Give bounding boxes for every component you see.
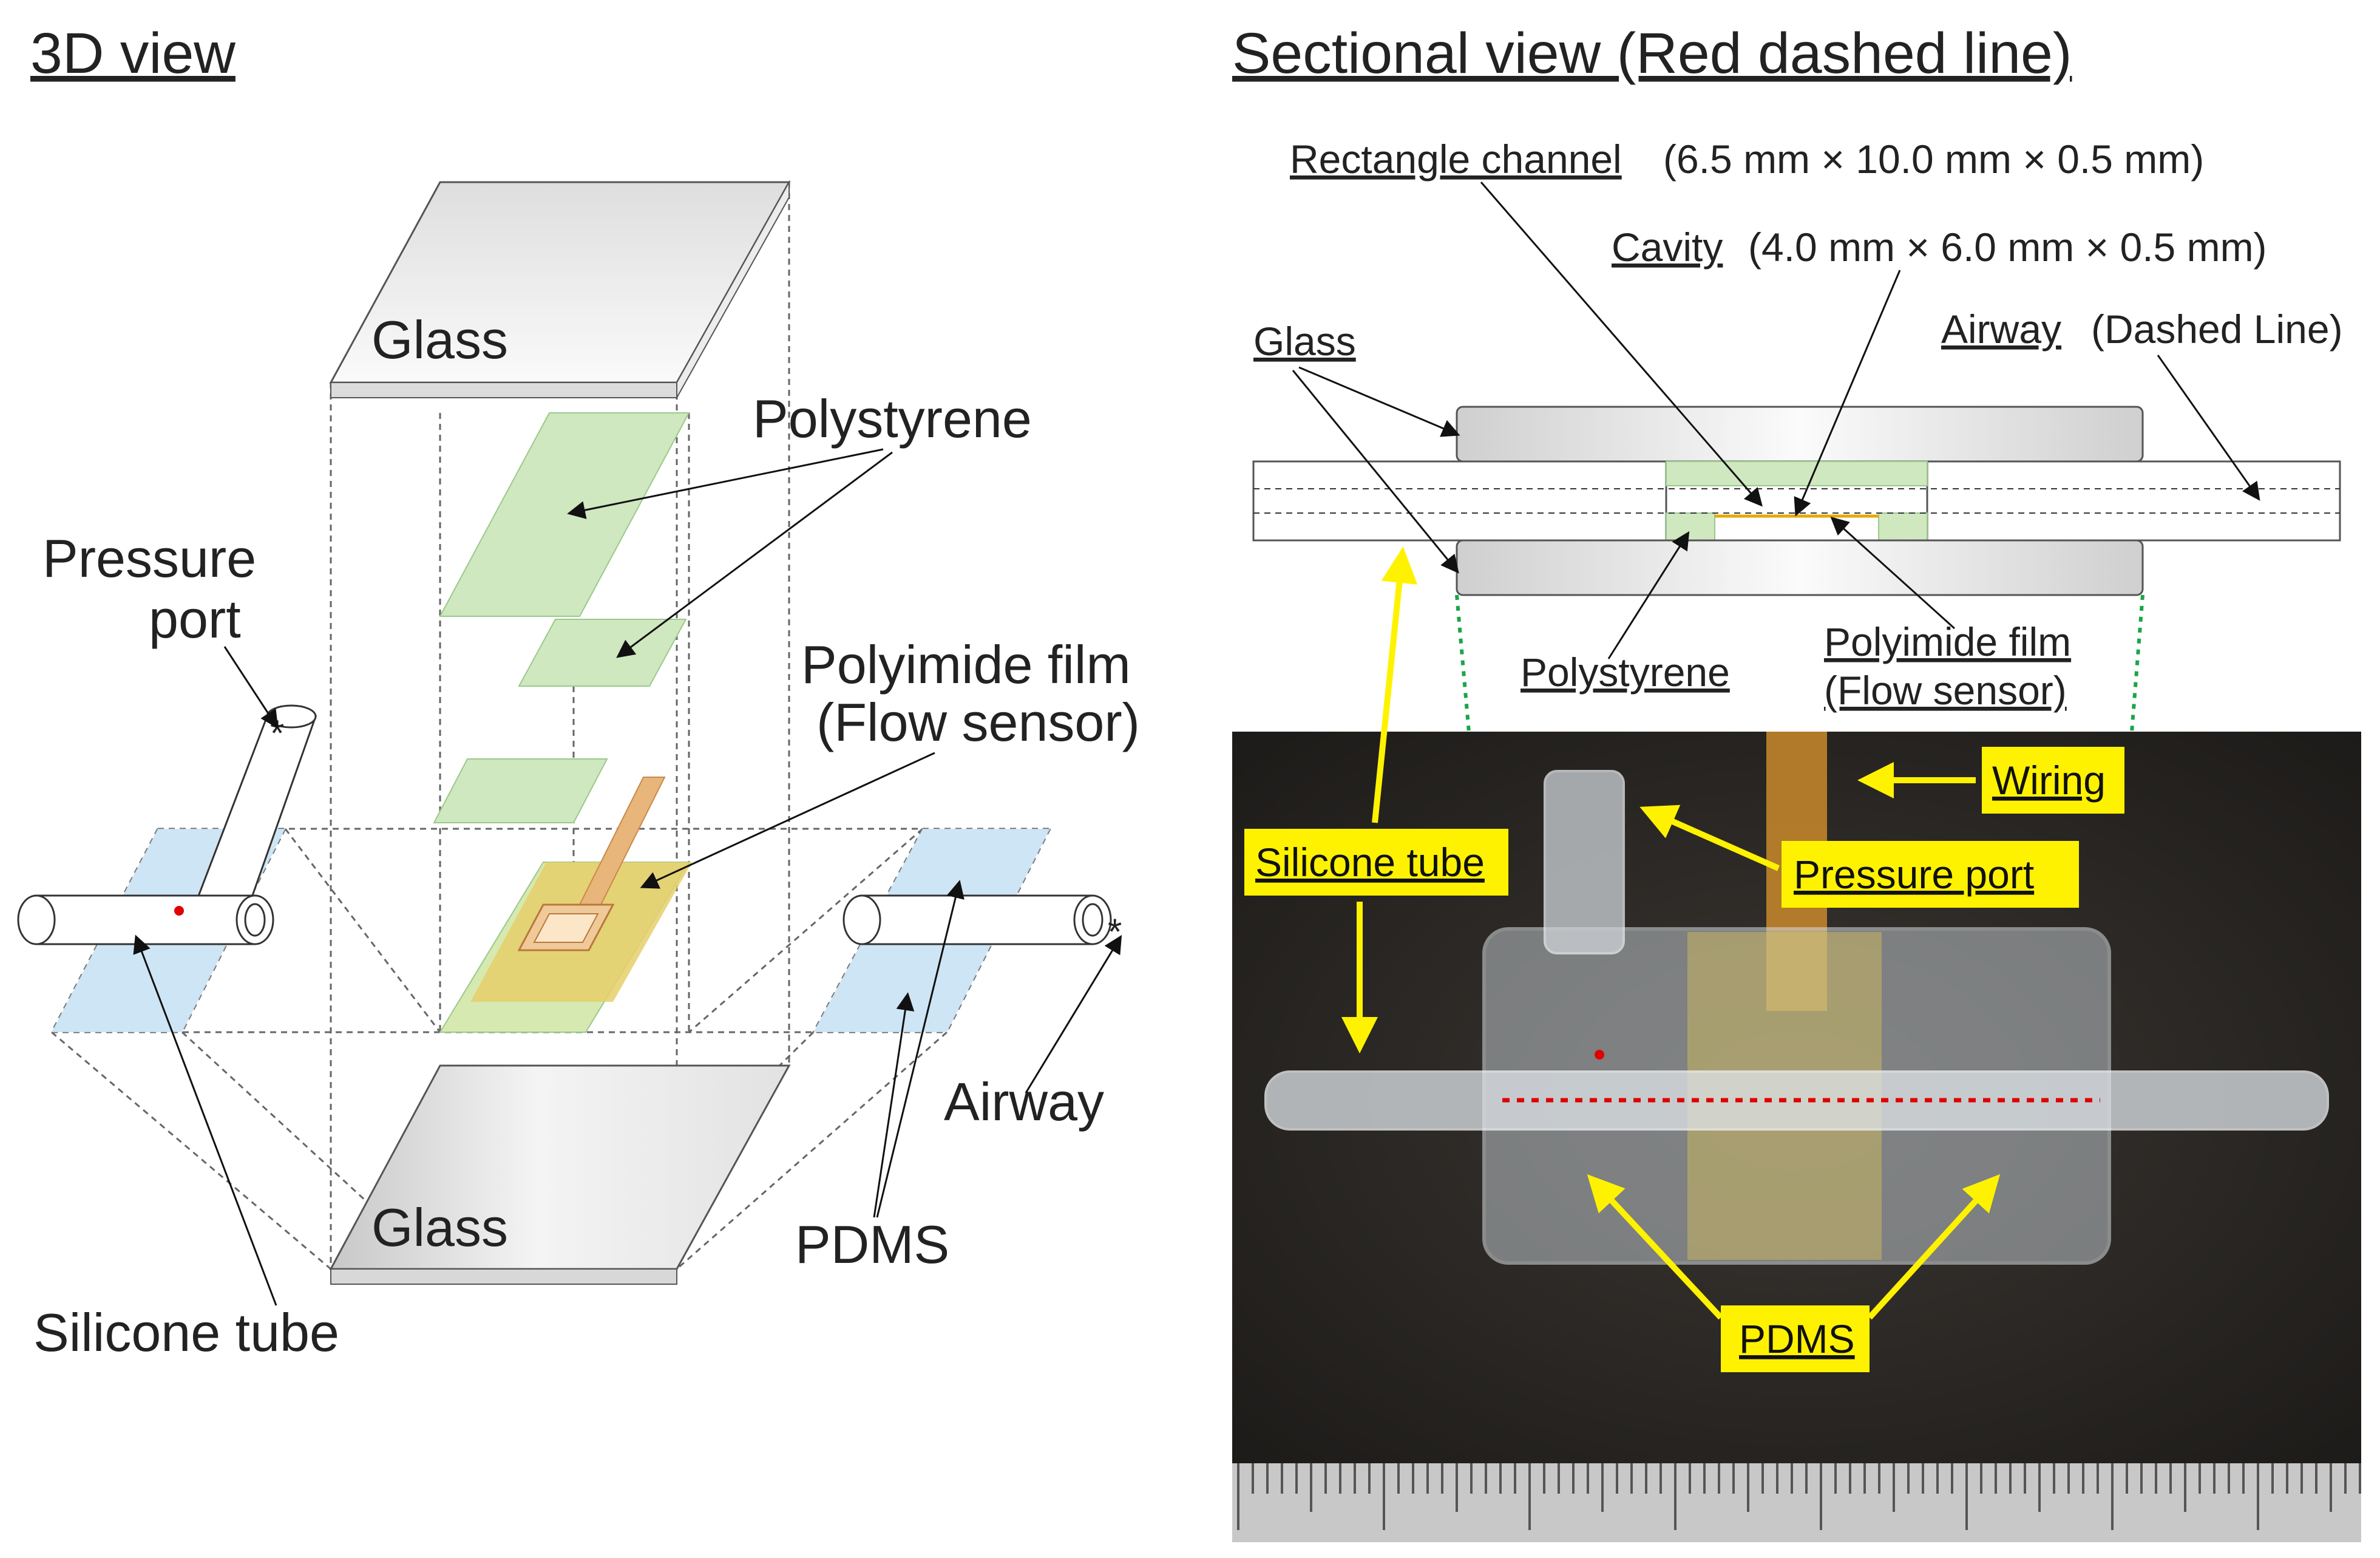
ruler-icon xyxy=(1232,1463,2361,1542)
section-polystyrene-bottom-right xyxy=(1878,512,1928,541)
pressure-point-marker xyxy=(174,906,184,916)
label-pressure-port-line1: Pressure xyxy=(42,528,256,588)
cross-section xyxy=(1252,406,2341,596)
label-airway-note: (Dashed Line) xyxy=(2091,307,2343,352)
label-pdms-photo: PDMS xyxy=(1739,1316,1855,1361)
section-polystyrene-bottom-left xyxy=(1666,512,1715,541)
label-pressure-port-line2: port xyxy=(149,589,241,649)
label-cavity: Cavity xyxy=(1612,225,1723,270)
label-silicone-tube-photo: Silicone tube xyxy=(1255,840,1485,885)
panel-title-sectional: Sectional view (Red dashed line) xyxy=(1232,21,2072,86)
label-rectangle-channel-dims: (6.5 mm × 10.0 mm × 0.5 mm) xyxy=(1663,137,2204,182)
leader-arrows-3d xyxy=(133,448,1122,1306)
label-airway-sectional: Airway xyxy=(1941,307,2061,352)
label-rectangle-channel: Rectangle channel xyxy=(1290,137,1622,182)
silicone-tube-right xyxy=(842,894,1112,945)
polyimide-film-sensor xyxy=(470,777,692,1002)
pressure-port-photo xyxy=(1544,770,1625,954)
label-cavity-dims: (4.0 mm × 6.0 mm × 0.5 mm) xyxy=(1748,225,2267,270)
pressure-port-label-box xyxy=(1782,841,2079,908)
label-silicone-tube: Silicone tube xyxy=(33,1302,339,1362)
label-polystyrene-sectional: Polystyrene xyxy=(1521,650,1730,695)
panel-title-3d: 3D view xyxy=(30,21,236,86)
wiring-label-box xyxy=(1982,747,2124,814)
label-wiring: Wiring xyxy=(1992,758,2106,803)
label-polystyrene: Polystyrene xyxy=(753,389,1032,449)
pdms-label-box xyxy=(1721,1305,1870,1372)
label-pressure-port-photo: Pressure port xyxy=(1794,852,2034,897)
yellow-arrows xyxy=(1341,546,2001,1320)
glass-bottom-slab: Glass xyxy=(329,1064,791,1285)
label-polyimide-sectional-line2: (Flow sensor) xyxy=(1824,668,2067,713)
section-glass-top xyxy=(1456,406,2144,463)
glass-top-slab: Glass xyxy=(329,180,791,400)
label-glass: Glass xyxy=(1253,319,1356,364)
label-glass-top: Glass xyxy=(371,310,508,370)
silicone-tube-label-box xyxy=(1244,829,1508,896)
leader-arrows-sectional xyxy=(1292,182,2260,659)
section-polystyrene-top xyxy=(1666,461,1928,486)
silicone-tube-left xyxy=(17,704,317,945)
label-pdms: PDMS xyxy=(795,1214,949,1274)
label-polyimide-line1: Polyimide film xyxy=(801,634,1131,695)
label-airway: Airway xyxy=(944,1072,1104,1132)
photo-labels: Wiring Silicone tube Pressure port PDMS xyxy=(1244,747,2124,1372)
pressure-point-marker-photo xyxy=(1595,1050,1604,1060)
label-glass-bottom: Glass xyxy=(371,1197,508,1257)
label-polyimide-line2: (Flow sensor) xyxy=(816,692,1140,752)
panel-3d-view: 3D view Glass xyxy=(17,21,1140,1362)
section-glass-bottom xyxy=(1456,539,2144,596)
panel-sectional-view: Sectional view (Red dashed line) Rectang… xyxy=(1232,21,2361,1542)
label-polyimide-sectional-line1: Polyimide film xyxy=(1824,619,2071,664)
